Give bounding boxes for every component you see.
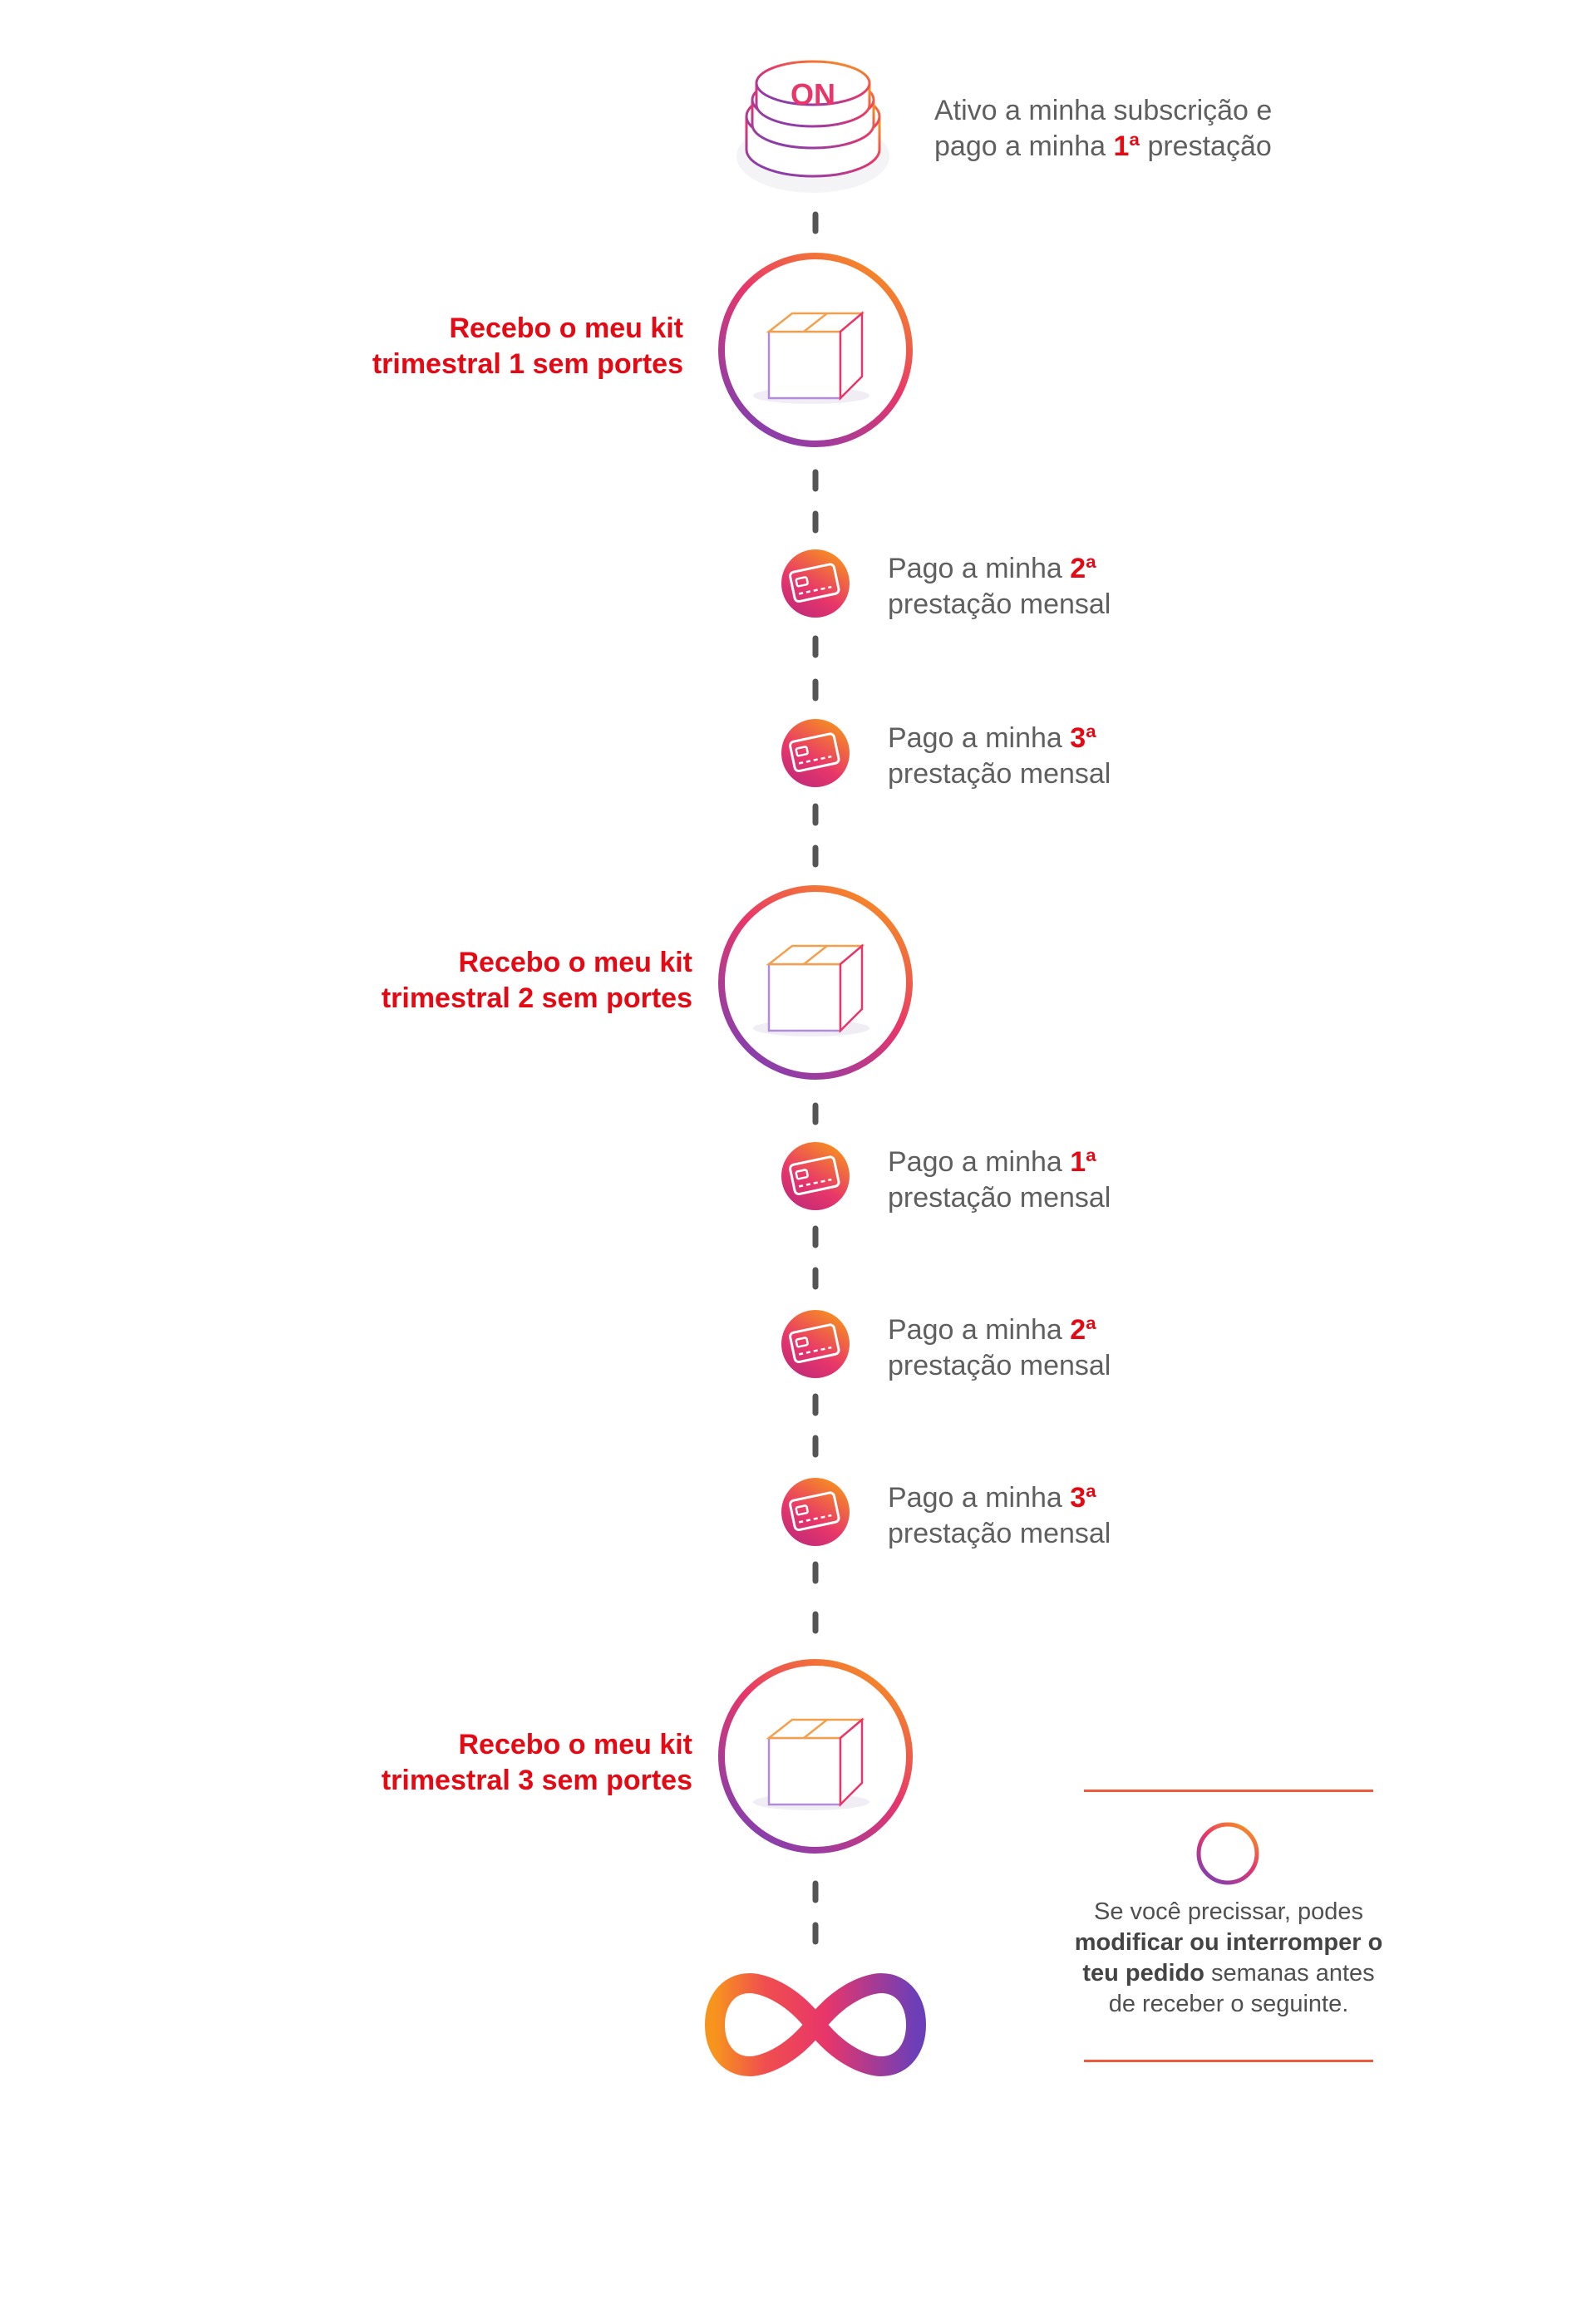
kit-label-line-1: Recebo o meu kit: [458, 947, 692, 978]
payment-ordinal: 1ª: [1070, 1146, 1096, 1178]
payment-label-5: Pago a minha 3ª prestação mensal: [888, 1480, 1111, 1552]
kit-label-2: Recebo o meu kit trimestral 2 sem portes: [0, 945, 692, 1017]
on-label: ON: [791, 77, 835, 111]
infinity-icon: [705, 1973, 926, 2076]
kit-label-line-2: trimestral 2 sem portes: [381, 982, 692, 1014]
credit-card-icon: [781, 1142, 850, 1210]
start-ordinal: 1ª: [1113, 130, 1140, 162]
note-part-1: Se você precissar, podes: [1093, 1898, 1363, 1925]
note-text: Se você precissar, podes modificar ou in…: [1071, 1897, 1387, 2020]
payment-line-2: prestação mensal: [888, 588, 1111, 620]
payment-line-2: prestação mensal: [888, 1518, 1111, 1549]
box-icon: [753, 943, 869, 1036]
payment-ordinal: 3ª: [1070, 1482, 1096, 1514]
payment-ordinal: 3ª: [1070, 722, 1096, 754]
note-bottom-rule: [1084, 2060, 1373, 2062]
payment-line-2: prestação mensal: [888, 1182, 1111, 1214]
payment-line-2: prestação mensal: [888, 1350, 1111, 1381]
payment-prefix: Pago a minha: [888, 1314, 1071, 1346]
payment-label-1: Pago a minha 2ª prestação mensal: [888, 551, 1111, 623]
payment-prefix: Pago a minha: [888, 722, 1071, 754]
kit-label-1: Recebo o meu kit trimestral 1 sem portes: [0, 311, 683, 382]
payment-prefix: Pago a minha: [888, 1482, 1071, 1514]
credit-card-icon: [781, 549, 850, 618]
payment-prefix: Pago a minha: [888, 1146, 1071, 1178]
credit-card-icon: [781, 719, 850, 787]
payment-ordinal: 2ª: [1070, 553, 1096, 584]
kit-label-line-1: Recebo o meu kit: [458, 1729, 692, 1760]
payment-label-3: Pago a minha 1ª prestação mensal: [888, 1145, 1111, 1216]
start-line-1: Ativo a minha subscrição e: [934, 95, 1273, 126]
kit-label-line-2: trimestral 3 sem portes: [381, 1765, 692, 1796]
note-part-2: semanas antes de receber o seguinte.: [1108, 1960, 1375, 2017]
payment-label-2: Pago a minha 3ª prestação mensal: [888, 721, 1111, 792]
pause-icon: [1196, 1822, 1259, 1885]
start-line-2a: pago a minha: [934, 130, 1114, 162]
note-bold: modificar ou interromper o teu pedido: [1074, 1929, 1383, 1987]
start-step-text: Ativo a minha subscrição e pago a minha …: [934, 93, 1272, 165]
kit-label-3: Recebo o meu kit trimestral 3 sem portes: [0, 1727, 692, 1799]
on-button-icon: ON: [736, 60, 889, 193]
kit-ring-1: [718, 253, 913, 447]
box-icon: [753, 311, 869, 404]
credit-card-icon: [781, 1478, 850, 1546]
kit-label-line-1: Recebo o meu kit: [449, 313, 683, 344]
credit-card-icon: [781, 1310, 850, 1378]
box-icon: [753, 1717, 869, 1810]
start-line-2b: prestação: [1140, 130, 1272, 162]
payment-label-4: Pago a minha 2ª prestação mensal: [888, 1312, 1111, 1384]
note-top-rule: [1084, 1790, 1373, 1792]
payment-line-2: prestação mensal: [888, 758, 1111, 790]
kit-ring-3: [718, 1659, 913, 1854]
payment-prefix: Pago a minha: [888, 553, 1071, 584]
payment-ordinal: 2ª: [1070, 1314, 1096, 1346]
kit-label-line-2: trimestral 1 sem portes: [372, 348, 683, 380]
kit-ring-2: [718, 885, 913, 1080]
